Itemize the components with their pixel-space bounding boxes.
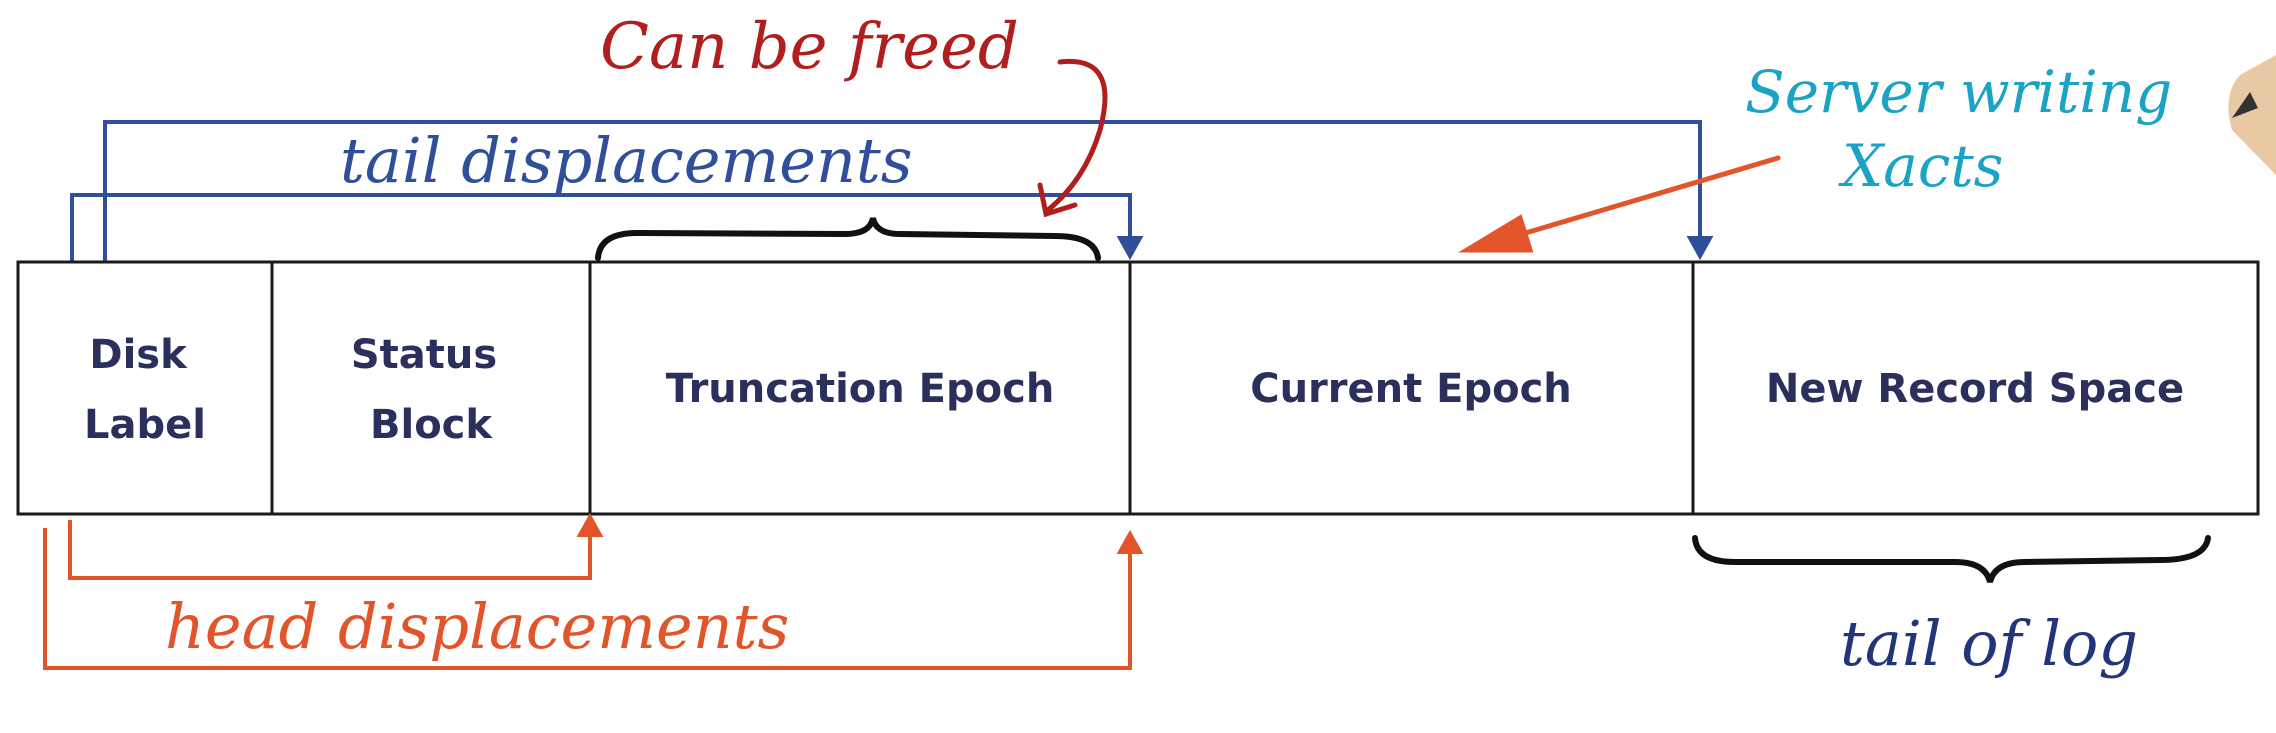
annotation-can-be-freed: Can be freed [600,10,1019,84]
pen-nib [2232,92,2258,118]
braces [595,217,2211,583]
tail-arrow-inner [70,193,1132,262]
freed-arrow [1037,58,1108,218]
head-displacement-arrows [43,512,1144,670]
segment-disk-label-line2: Label [84,402,206,448]
log-box-outline [16,260,2260,516]
arrowhead-tail-inner [1116,236,1144,261]
freed-arrowhead [1037,182,1078,218]
segment-new-record-space: New Record Space [1766,366,2184,412]
segment-current-epoch: Current Epoch [1250,366,1572,412]
pen-body [2228,55,2276,175]
brace-truncation-epoch [595,217,1101,261]
segment-disk-label: Disk Label [84,332,206,448]
annotation-head-displacements: head displacements [165,590,789,663]
arrowhead-head-outer [1116,529,1144,554]
annotation-server-writing: Server writing [1745,58,2172,126]
brace-new-record-space [1692,535,2211,583]
segment-disk-label-line1: Disk [89,332,188,378]
head-arrow-inner [68,520,592,580]
annotation-tail-of-log: tail of log [1840,607,2138,680]
segment-status-block: Status Block [351,332,511,448]
segment-status-block-line2: Block [370,402,493,448]
head-arrow-outer [43,528,1132,670]
arrowhead-head-inner [576,512,604,537]
server-writing-arrow [1458,155,1781,253]
freed-arrow-curve [1045,58,1108,213]
pen-tip-icon [2228,55,2276,175]
server-arrowhead [1458,214,1534,253]
arrowhead-tail-outer [1686,236,1714,261]
annotation-tail-displacements: tail displacements [340,124,913,197]
segment-status-block-line1: Status [351,332,497,378]
log-box: Disk Label Status Block Truncation Epoch… [16,260,2260,516]
segment-truncation-epoch: Truncation Epoch [666,366,1055,412]
annotation-xacts: Xacts [1838,132,2003,200]
